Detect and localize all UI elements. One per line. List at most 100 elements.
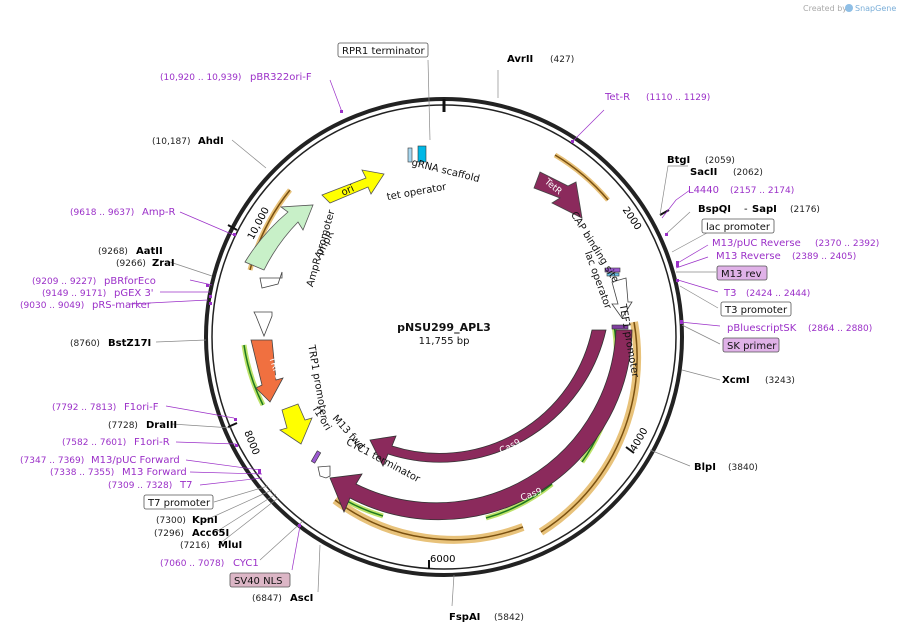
ampr-promoter-arrow (259, 271, 283, 289)
svg-text:M13/pUC Forward: M13/pUC Forward (91, 455, 180, 466)
svg-text:(9149 .. 9171): (9149 .. 9171) (42, 289, 106, 299)
primer-labels: Tet-R(1110 .. 1129) L4440(2157 .. 2174) … (20, 72, 879, 569)
svg-text:T7: T7 (179, 480, 192, 491)
svg-text:SapI: SapI (752, 204, 777, 215)
label-trp1-promoter: TRP1 promoter (305, 343, 329, 421)
svg-text:(2176): (2176) (790, 205, 820, 215)
primer-prs-marker: (9030 .. 9049) pRS-marker (20, 300, 152, 311)
plasmid-size: 11,755 bp (419, 336, 470, 347)
svg-text:(6847): (6847) (252, 594, 282, 604)
primer-m13-forward: (7338 .. 7355) M13 Forward (50, 467, 187, 478)
primer-marks (206, 110, 683, 527)
svg-text:AscI: AscI (290, 593, 313, 604)
m13-fwd-box (310, 450, 322, 464)
svg-text:(7338 .. 7355): (7338 .. 7355) (50, 468, 114, 478)
svg-text:SK primer: SK primer (727, 341, 777, 352)
svg-text:(9030 .. 9049): (9030 .. 9049) (20, 301, 84, 311)
svg-text:RPR1 terminator: RPR1 terminator (342, 46, 426, 57)
primer-m13-puc-reverse: M13/pUC Reverse (2370 .. 2392) (712, 238, 879, 249)
svg-text:Tet-R: Tet-R (604, 92, 630, 103)
cap-site-box (606, 272, 620, 277)
svg-text:pBluescriptSK: pBluescriptSK (727, 323, 797, 334)
svg-text:(7309 .. 7328): (7309 .. 7328) (108, 481, 172, 491)
site-asci: (6847) AscI (252, 593, 313, 604)
primer-pbrforeco: (9209 .. 9227)pBRforEco (32, 276, 156, 287)
tef1-promoter-arrow (611, 277, 633, 319)
tet-operator-box (407, 147, 413, 163)
svg-text:(3243): (3243) (765, 376, 795, 386)
svg-text:M13/pUC Reverse: M13/pUC Reverse (712, 238, 801, 249)
snapgene-logo-icon (845, 4, 853, 12)
primer-pbr322ori-f: (10,920 .. 10,939)pBR322ori-F (160, 72, 312, 83)
svg-text:pBRforEco: pBRforEco (104, 276, 156, 287)
svg-text:(2389 .. 2405): (2389 .. 2405) (792, 252, 856, 262)
boxed-m13-rev: M13 rev (716, 265, 768, 281)
boxed-t7-promoter: T7 promoter (143, 494, 214, 510)
svg-text:T3 promoter: T3 promoter (724, 305, 788, 316)
svg-text:Amp-R: Amp-R (142, 207, 176, 218)
site-btgi: BtgI(2059) (667, 155, 735, 166)
svg-text:AvrII: AvrII (507, 54, 533, 65)
svg-text:(7296): (7296) (154, 529, 184, 539)
svg-text:M13 rev: M13 rev (721, 269, 762, 280)
site-draiii: (7728)DraIII (108, 420, 177, 431)
boxed-t3-promoter: T3 promoter (720, 301, 792, 317)
svg-text:MluI: MluI (218, 540, 242, 551)
svg-text:(2424 .. 2444): (2424 .. 2444) (746, 289, 810, 299)
svg-text:(7792 .. 7813): (7792 .. 7813) (52, 403, 116, 413)
svg-text:(8760): (8760) (70, 339, 100, 349)
svg-text:(2062): (2062) (733, 168, 763, 178)
svg-text:KpnI: KpnI (192, 515, 218, 526)
primer-f1ori-f: (7792 .. 7813)F1ori-F (52, 402, 159, 413)
grna-scaffold-box (417, 145, 427, 163)
svg-text:lac promoter: lac promoter (706, 222, 771, 233)
svg-text:T7 promoter: T7 promoter (147, 498, 211, 509)
svg-text:(7300): (7300) (156, 516, 186, 526)
svg-text:AhdI: AhdI (198, 136, 224, 147)
svg-text:F1ori-R: F1ori-R (134, 437, 170, 448)
plasmid-name: pNSU299_APL3 (397, 321, 491, 334)
svg-text:(5842): (5842) (494, 613, 524, 623)
trp1-promoter-arrow (253, 311, 273, 338)
svg-text:L4440: L4440 (688, 185, 719, 196)
svg-text:BstZ17I: BstZ17I (108, 338, 151, 349)
svg-text:pRS-marker: pRS-marker (92, 300, 152, 311)
sk-box (611, 324, 629, 330)
primer-l4440: L4440(2157 .. 2174) (688, 185, 794, 196)
site-ahdi: (10,187)AhdI (152, 136, 224, 147)
tick-8000: 8000 (241, 429, 261, 457)
tick-6000: 6000 (430, 554, 455, 565)
cas9-outer-arrow (329, 329, 633, 521)
svg-text:Acc65I: Acc65I (192, 528, 229, 539)
primer-f1ori-r: (7582 .. 7601)F1ori-R (62, 437, 170, 448)
site-acc65i: (7296) Acc65I (154, 528, 229, 539)
label-tet-operator: tet operator (386, 182, 448, 203)
svg-text:FspAI: FspAI (449, 612, 480, 623)
leader-lines (129, 59, 721, 607)
primer-t3: T3 (2424 .. 2444) (723, 288, 810, 299)
svg-text:(7728): (7728) (108, 421, 138, 431)
watermark-brand: SnapGene (855, 4, 896, 13)
site-bspqi: BspQI-SapI(2176) (698, 204, 820, 215)
svg-text:SV40 NLS: SV40 NLS (234, 576, 283, 587)
svg-text:(1110 .. 1129): (1110 .. 1129) (646, 93, 710, 103)
boxed-lac-promoter: lac promoter (701, 218, 775, 234)
trp1-arrow (250, 339, 284, 403)
restriction-sites: AvrII(427) BtgI(2059) SacII(2062) BspQI-… (70, 54, 820, 623)
svg-text:BspQI: BspQI (698, 204, 731, 215)
tick-2000: 2000 (620, 205, 643, 232)
primer-m13-reverse: M13 Reverse(2389 .. 2405) (716, 251, 856, 262)
svg-text:M13 Forward: M13 Forward (122, 467, 187, 478)
site-avrii: AvrII(427) (507, 54, 574, 65)
site-bstz17i: (8760) BstZ17I (70, 338, 151, 349)
svg-text:(7216): (7216) (180, 541, 210, 551)
svg-text:(7060 .. 7078): (7060 .. 7078) (160, 559, 224, 569)
svg-text:T3: T3 (723, 288, 736, 299)
svg-text:(2370 .. 2392): (2370 .. 2392) (815, 239, 879, 249)
cas9-inner-arrow (369, 329, 607, 467)
svg-text:BlpI: BlpI (694, 462, 716, 473)
tetr-arrow (533, 171, 583, 219)
boxed-rpr1-terminator: RPR1 terminator (337, 42, 429, 58)
svg-text:ZraI: ZraI (152, 258, 175, 269)
